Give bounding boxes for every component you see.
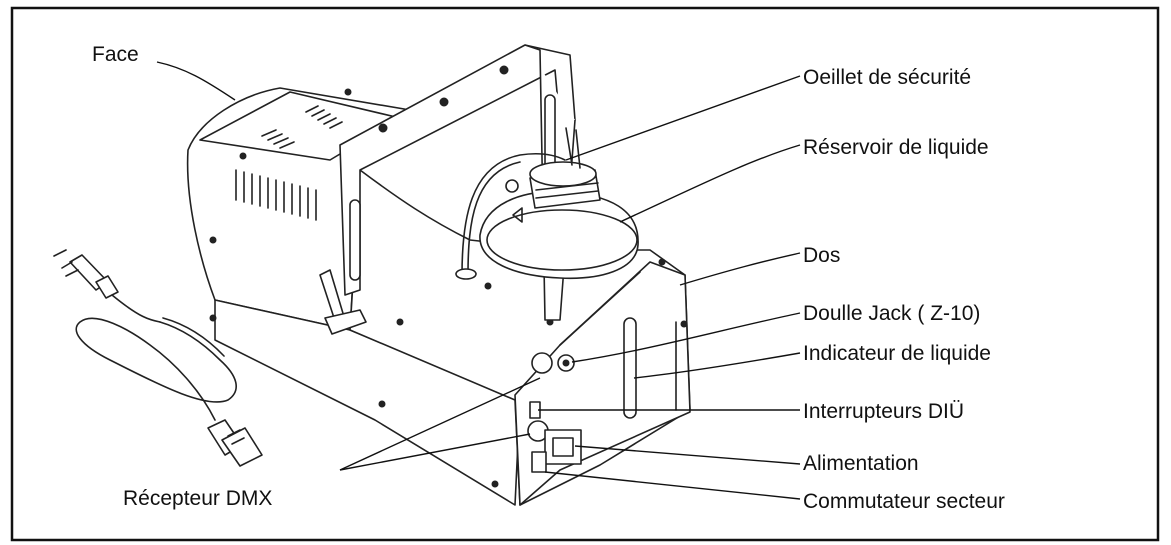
leader-alimentation: [574, 445, 801, 465]
leader-lines: [156, 61, 801, 500]
leader-commutateur: [544, 471, 801, 500]
pump-hose: [455, 153, 566, 280]
label-commutateur: Commutateur secteur: [803, 490, 1005, 513]
label-alimentation: Alimentation: [803, 452, 919, 475]
back-connectors: [527, 352, 582, 473]
liquid-indicator-window: [623, 317, 637, 419]
label-reservoir: Réservoir de liquide: [803, 136, 989, 159]
safety-eyelet: [505, 179, 519, 193]
label-oeillet: Oeillet de sécurité: [803, 66, 971, 89]
leader-reservoir: [619, 144, 801, 223]
leader-indicateur: [633, 352, 801, 379]
leader-dos: [679, 252, 801, 286]
leader-dmx-2: [339, 433, 531, 471]
vent-slots-side: [235, 169, 317, 221]
label-indicateur: Indicateur de liquide: [803, 342, 991, 365]
leader-dmx-1: [339, 377, 541, 471]
liquid-tank: [479, 127, 639, 280]
label-dmx: Récepteur DMX: [123, 487, 272, 510]
power-socket: [544, 429, 582, 465]
label-jack: Doulle Jack ( Z-10): [803, 302, 980, 325]
leader-face: [156, 61, 236, 101]
diagram-border: [10, 6, 1160, 542]
leader-oeillet: [565, 75, 801, 161]
fog-machine-body: [186, 87, 691, 506]
label-dos: Dos: [803, 244, 840, 267]
dmx-in: [531, 352, 553, 374]
power-switch: [531, 451, 547, 473]
power-cord: [53, 249, 263, 467]
label-interrupteurs: Interrupteurs DIÜ: [803, 400, 964, 423]
vent-slots-top: [261, 105, 343, 149]
label-face: Face: [92, 43, 139, 66]
leader-jack: [571, 312, 801, 363]
